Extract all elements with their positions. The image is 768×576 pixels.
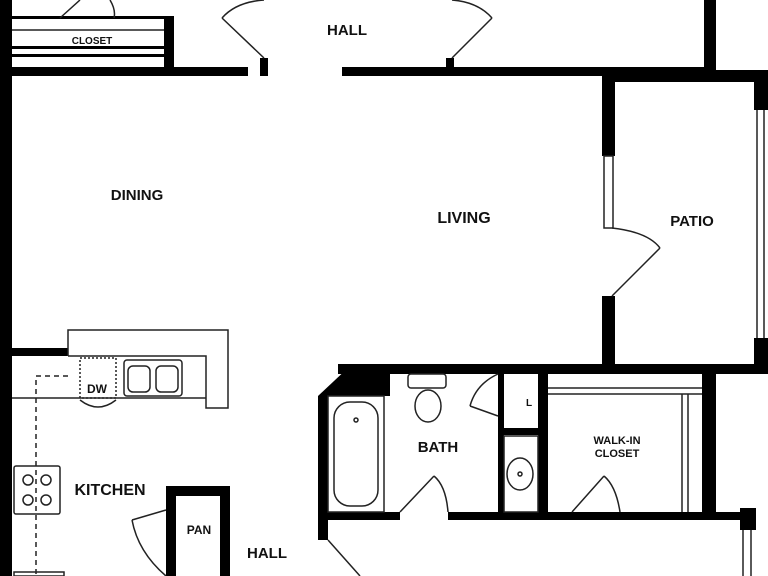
vanity-sink <box>506 457 534 491</box>
stove-burner-3 <box>22 494 34 506</box>
toilet-tank <box>407 373 447 389</box>
wall-door-jamb-a <box>260 58 268 76</box>
door-walkin <box>571 475 621 513</box>
wall-bath-bottom-right <box>448 512 754 520</box>
wall-walkin-right <box>702 374 716 520</box>
stove <box>13 465 61 515</box>
label-kitchen: KITCHEN <box>74 482 145 499</box>
label-bath: BATH <box>418 439 459 456</box>
label-living: LIVING <box>437 210 490 227</box>
dishwasher-outline <box>79 357 117 399</box>
wall-closet-top <box>12 16 174 19</box>
doors <box>59 0 661 576</box>
kitchen-upper-cabinet <box>35 375 68 576</box>
wall-linen-right <box>538 374 548 514</box>
wall-right-lower <box>740 508 756 530</box>
label-dishwasher: DW <box>87 382 108 396</box>
door-hall-left <box>221 0 265 59</box>
door-closet-top <box>59 0 116 19</box>
label-walkin-2: CLOSET <box>595 448 640 460</box>
door-bath <box>399 475 449 513</box>
wall-patio-right-top <box>754 70 768 110</box>
wall-left-exterior <box>0 0 12 576</box>
sink-basin-right <box>155 365 179 393</box>
wall-mid-horizontal <box>338 364 768 374</box>
bathtub-basin <box>333 401 379 507</box>
label-closet: CLOSET <box>72 36 113 47</box>
wall-linen-left <box>498 374 504 514</box>
sink-outline <box>123 359 183 397</box>
door-linen <box>469 373 499 417</box>
wall-hall-right <box>342 67 714 76</box>
wall-linen-shelf <box>498 428 544 435</box>
kitchen-counter <box>67 329 229 409</box>
vanity <box>503 435 539 513</box>
room-labels: CLOSET HALL DINING LIVING PATIO BATH L W… <box>72 22 714 562</box>
door-dishwasher <box>79 399 117 408</box>
wall-bath-corner <box>318 366 390 396</box>
label-hall-bottom: HALL <box>247 545 287 562</box>
fixtures <box>12 29 765 576</box>
bathtub-drain <box>353 417 359 423</box>
wall-patio-left-bottom <box>602 296 615 366</box>
bathtub-outline <box>327 395 385 513</box>
stove-burner-1 <box>22 474 34 486</box>
door-hall-right <box>451 0 493 59</box>
wall-closet-right <box>164 18 174 74</box>
vanity-drain <box>517 471 523 477</box>
door-patio <box>611 227 661 297</box>
wall-patio-top <box>602 70 768 82</box>
patio-window-left <box>603 155 614 229</box>
label-walkin-1: WALK-IN <box>593 435 640 447</box>
wall-bath-bottom-left <box>318 512 400 520</box>
wall-hall-left <box>12 67 248 76</box>
wall-bath-left <box>318 396 328 540</box>
sink-basin-left <box>127 365 151 393</box>
wall-door-jamb-b <box>446 58 454 76</box>
stove-burner-2 <box>40 474 52 486</box>
wall-closet-base <box>12 54 172 57</box>
toilet-bowl <box>414 389 442 423</box>
stove-below <box>13 571 65 576</box>
label-linen: L <box>526 398 532 409</box>
door-lower-hall <box>327 539 361 576</box>
wall-pantry-top <box>166 486 230 496</box>
stove-burner-4 <box>40 494 52 506</box>
door-pantry <box>131 509 167 576</box>
wall-pantry-left <box>166 486 176 576</box>
wall-upper-right <box>704 0 716 76</box>
wall-kitchen-top <box>12 348 68 356</box>
label-pantry: PAN <box>187 523 211 537</box>
wall-patio-left-top <box>602 70 615 156</box>
label-patio: PATIO <box>670 213 714 230</box>
wall-pantry-right <box>220 486 230 576</box>
label-dining: DINING <box>111 187 164 204</box>
wall-closet-bottom <box>12 46 172 49</box>
label-hall-top: HALL <box>327 22 367 39</box>
